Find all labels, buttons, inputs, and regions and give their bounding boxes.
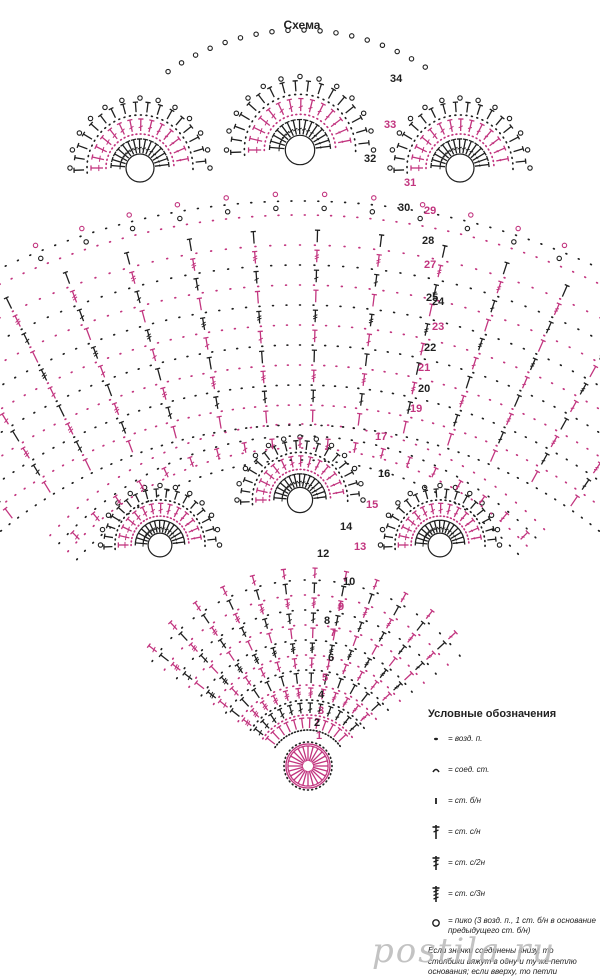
legend-label: = ст. с/н — [448, 827, 481, 837]
slip-stitch-icon — [432, 768, 440, 773]
chain-dot-icon — [434, 737, 438, 741]
double-treble-icon — [432, 886, 440, 902]
row-number: 33 — [384, 119, 396, 131]
legend-item-chain: = возд. п. — [428, 730, 598, 748]
row-number: 3 — [318, 705, 324, 717]
row-number: 7 — [330, 627, 336, 639]
row-number: 30 — [398, 202, 410, 214]
treble-crochet-icon — [432, 856, 440, 870]
row-number: 32 — [364, 153, 376, 165]
legend-item-slip: = соед. ст. — [428, 761, 598, 779]
row-number: 23 — [432, 321, 444, 333]
row-number: 10 — [343, 576, 355, 588]
row-number: 21 — [418, 362, 430, 374]
row-number: 31 — [404, 177, 416, 189]
legend-title: Условные обозначения — [428, 708, 557, 720]
row-number: 20 — [418, 383, 430, 395]
row-number: 22 — [424, 342, 436, 354]
legend-item-dc: = ст. с/н — [428, 823, 598, 841]
legend-label: = соед. ст. — [448, 765, 490, 775]
legend-label: = ст. с/2н — [448, 858, 485, 868]
single-crochet-icon — [435, 798, 437, 804]
row-number: 24 — [432, 296, 445, 308]
row-number: 28 — [422, 235, 434, 247]
row-number: 2 — [314, 717, 320, 729]
watermark: postila.ru — [372, 931, 557, 971]
legend-label: = ст. с/3н — [448, 889, 485, 899]
legend-item-dtr: = ст. с/3н — [428, 885, 598, 903]
row-number: 17 — [375, 431, 387, 443]
diagram-title: Схема — [283, 18, 321, 32]
row-number: 13 — [354, 541, 366, 553]
double-crochet-icon — [432, 825, 440, 839]
row-number: 5 — [322, 672, 328, 684]
row-number: 4 — [318, 689, 325, 701]
row-number: 29 — [424, 205, 436, 217]
row-number: 34 — [390, 73, 403, 85]
row-number: 19 — [410, 403, 422, 415]
row-number: 12 — [317, 548, 329, 560]
row-number: 9 — [338, 601, 344, 613]
legend-label: = ст. б/н — [448, 796, 482, 806]
legend-note: Если значки соединены внизу, то столбики… — [428, 946, 577, 976]
lower-section — [49, 423, 546, 791]
row-number: 15 — [366, 499, 378, 511]
row-number: 1 — [316, 730, 322, 742]
row-number: 8 — [324, 615, 330, 627]
row-number: 14 — [340, 521, 353, 533]
legend: Условные обозначения = возд. п. = соед. … — [428, 708, 598, 977]
legend-item-tr: = ст. с/2н — [428, 854, 598, 872]
row-number: 27 — [424, 259, 436, 271]
upper-section — [0, 27, 600, 532]
picot-icon — [432, 919, 440, 927]
legend-item-picot: = пико (3 возд. п., 1 ст. б/н в основани… — [428, 916, 598, 935]
legend-label: = возд. п. — [448, 734, 483, 744]
legend-label: = пико (3 возд. п., 1 ст. б/н в основани… — [448, 916, 596, 935]
legend-item-sc: = ст. б/н — [428, 792, 598, 810]
row-number: 6 — [328, 652, 334, 664]
row-number: 25 — [426, 292, 438, 304]
row-number: 16 — [378, 468, 390, 480]
